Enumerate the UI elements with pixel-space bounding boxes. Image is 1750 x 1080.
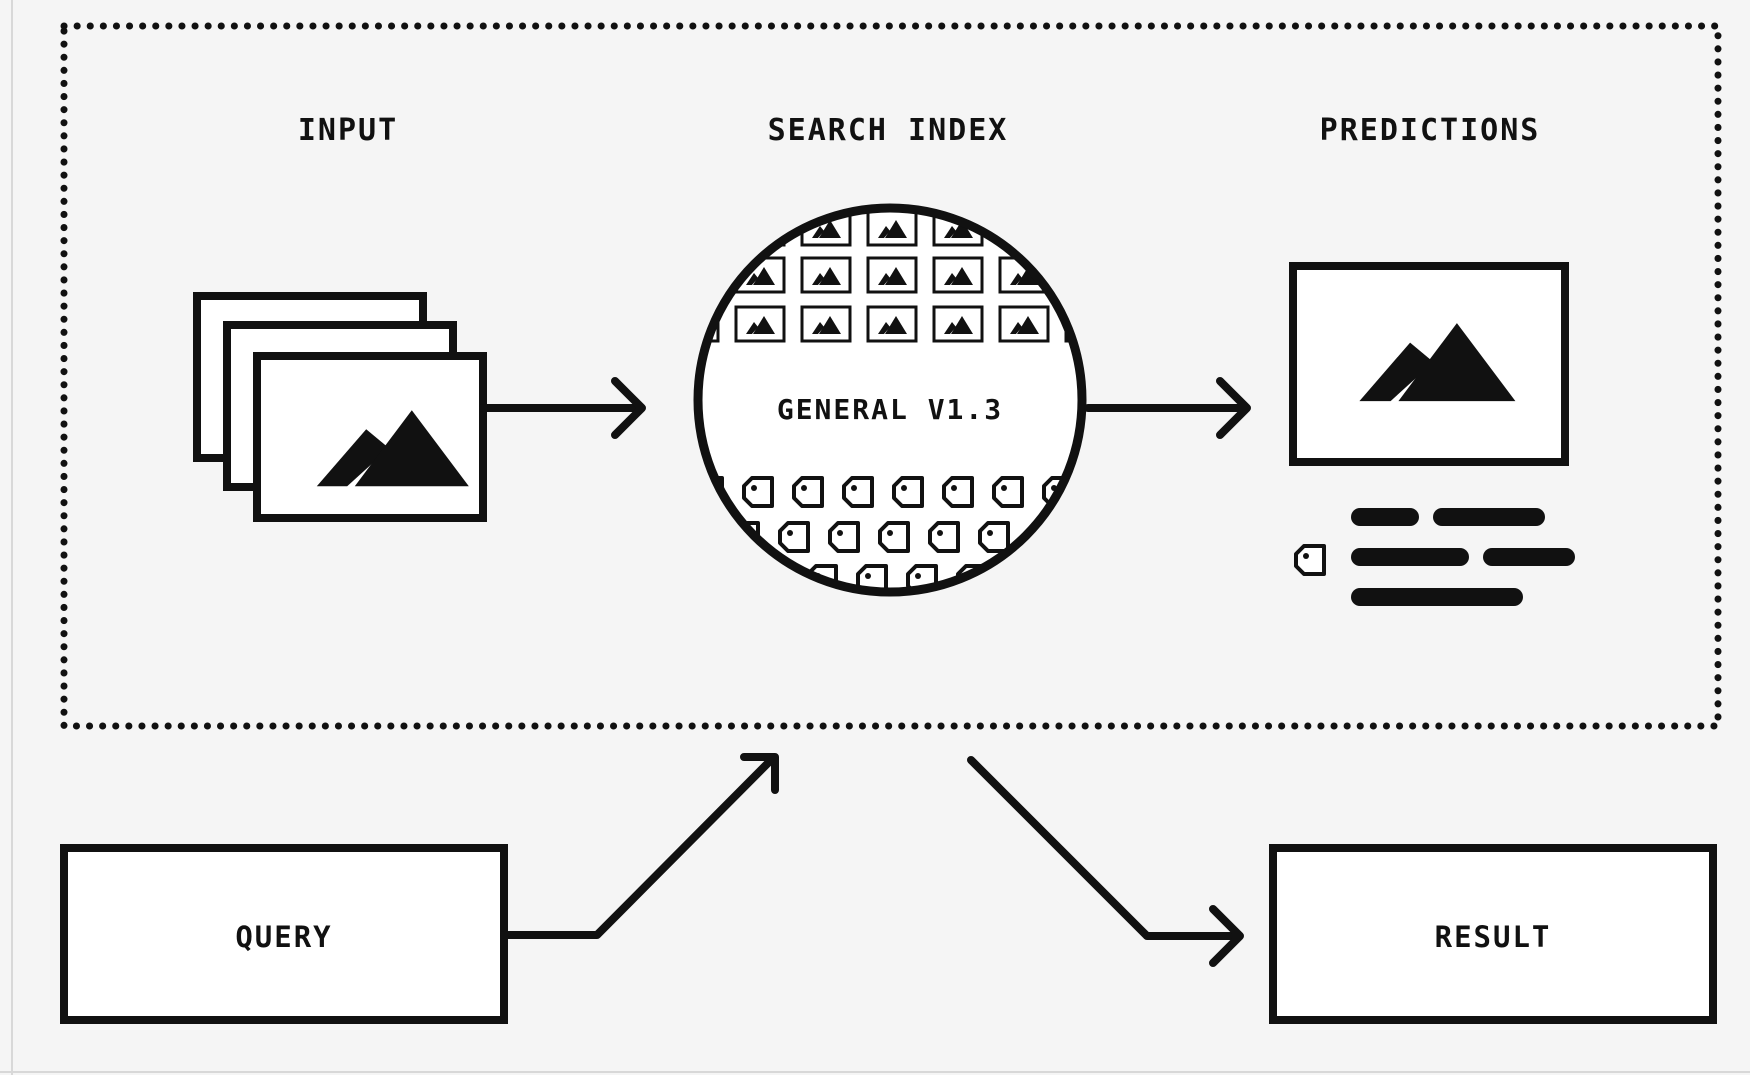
predictions-label: PREDICTIONS [1320, 113, 1541, 148]
search-index-circle: GENERAL V1.3 [693, 203, 1087, 597]
prediction-text-lines [1351, 508, 1575, 606]
result-box [1269, 844, 1717, 1024]
indexed-image-tile [800, 256, 852, 294]
arrow-query-to-pipeline [500, 753, 779, 939]
prediction-image-icon [1289, 262, 1569, 466]
indexed-image-tile [932, 305, 984, 343]
indexed-tag-icon [792, 476, 824, 508]
indexed-tag-icon [742, 476, 774, 508]
indexed-tag-icon [978, 521, 1010, 553]
input-image-stack-icon [193, 292, 487, 522]
indexed-tag-icon [942, 476, 974, 508]
prediction-tag-icon [1294, 544, 1326, 576]
indexed-tag-icon [928, 521, 960, 553]
indexed-tag-icon [828, 521, 860, 553]
indexed-image-tile [800, 305, 852, 343]
arrow-index-to-predictions [1084, 377, 1251, 439]
indexed-tag-icon [892, 476, 924, 508]
indexed-tag-icon [842, 476, 874, 508]
query-box [60, 844, 508, 1024]
indexed-image-tile [866, 256, 918, 294]
indexed-image-tile [866, 210, 918, 247]
search-index-label: SEARCH INDEX [768, 113, 1009, 148]
result-label: RESULT [1435, 920, 1552, 954]
indexed-image-tile [998, 305, 1050, 343]
dotted-boundary [60, 22, 1722, 730]
input-label: INPUT [298, 113, 398, 148]
model-version-label: GENERAL V1.3 [777, 393, 1003, 426]
indexed-tag-icon [878, 521, 910, 553]
arrow-input-to-index [479, 377, 646, 439]
indexed-image-tile [866, 305, 918, 343]
arrow-pipeline-to-result [967, 756, 1244, 967]
indexed-image-tile [932, 256, 984, 294]
query-label: QUERY [235, 920, 332, 954]
indexed-tag-icon [992, 476, 1024, 508]
indexed-tag-icon [778, 521, 810, 553]
indexed-image-tile [734, 305, 786, 343]
